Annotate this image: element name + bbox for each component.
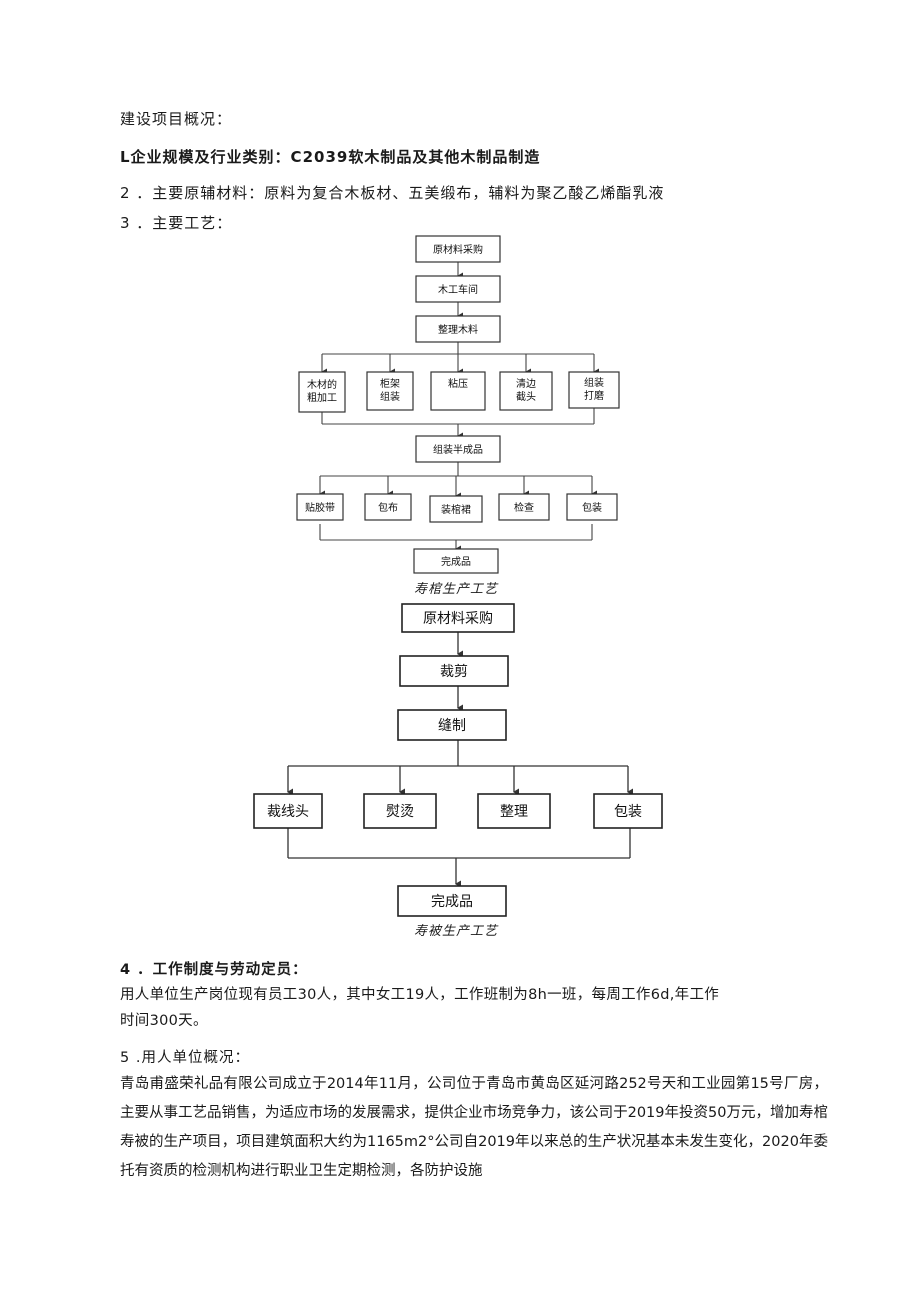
flow1-branch-label: 装棺裙	[441, 503, 471, 516]
label-line: 柜架	[380, 377, 400, 390]
flow1-branch-inspect: 检查	[498, 493, 550, 521]
flow1-branch-label: 贴胶带	[305, 501, 335, 514]
work-system-title: 4 ．工作制度与劳动定员：	[120, 962, 308, 978]
flow1-branch-label: 包装	[582, 501, 602, 514]
flow1-branch-pressing: 粘压	[430, 371, 486, 411]
flow1-branch-label: 包布	[378, 501, 398, 514]
employer-overview-title: 5 .用人单位概况：	[120, 1050, 250, 1066]
flow1-branch-label: 清边截头	[516, 377, 536, 403]
flow2-step-cutting: 裁剪	[399, 655, 509, 687]
flowchart-coffin: 原材料采购 木工车间 整理木料 木材的粗加工 柜架组装 粘压 清边截头 组装	[296, 235, 620, 574]
label-line: 打磨	[584, 389, 604, 402]
label-line: 粘压	[448, 377, 468, 390]
flow1-step-label: 木工车间	[438, 283, 478, 296]
flow1-branch-skirt: 装棺裙	[429, 495, 483, 523]
work-system-line1: 用人单位生产岗位现有员工30人，其中女工19人，工作班制为8h一班，每周工作6d…	[120, 987, 720, 1003]
flow2-branch-package: 包装	[593, 793, 663, 829]
label-line: 木材的	[307, 378, 337, 391]
flow1-step-label: 整理木料	[438, 323, 478, 336]
flow1-branch-label: 组装打磨	[584, 376, 604, 402]
flow2-step-label: 缝制	[438, 718, 466, 734]
label-line: 组装	[380, 390, 400, 403]
flow1-branch-rough-processing: 木材的粗加工	[298, 371, 346, 413]
flow1-final-product: 完成品	[413, 548, 499, 574]
flow2-branch-ironing: 熨烫	[363, 793, 437, 829]
flow1-step-purchase: 原材料采购	[415, 235, 501, 263]
flow1-branch-tape: 贴胶带	[296, 493, 344, 521]
flow2-branch-label: 包装	[614, 804, 642, 820]
main-process-title: 3 ．主要工艺：	[120, 214, 233, 232]
flow2-final-product: 完成品	[397, 885, 507, 917]
flow1-branch-assemble-polish: 组装打磨	[568, 371, 620, 409]
flow1-branch-label: 木材的粗加工	[307, 378, 337, 404]
flow2-caption: 寿被生产工艺	[414, 924, 499, 939]
flow2-step-label: 原材料采购	[423, 611, 493, 627]
label-line: 粗加工	[307, 392, 337, 404]
flow2-branch-trim-threads: 裁线头	[253, 793, 323, 829]
flow2-branch-label: 熨烫	[386, 804, 414, 820]
flow2-branch-label: 裁线头	[267, 804, 309, 820]
label-line: 组装	[584, 376, 604, 389]
flow2-step-sewing: 缝制	[397, 709, 507, 741]
flow2-branch-label: 整理	[500, 804, 528, 820]
industry-category: L企业规模及行业类别：C2039软木制品及其他木制品制造	[120, 148, 541, 166]
flow1-step-workshop: 木工车间	[415, 275, 501, 303]
flow2-step-label: 裁剪	[440, 664, 468, 680]
flow1-branch-label: 检查	[514, 501, 534, 514]
flow1-step-label: 完成品	[441, 555, 471, 568]
flow1-caption: 寿棺生产工艺	[414, 582, 499, 597]
flow1-semi-finished: 组装半成品	[415, 435, 501, 463]
label-line: 截头	[516, 390, 536, 403]
flow1-branch-label: 粘压	[448, 377, 468, 390]
flow1-branch-frame-assembly: 柜架组装	[366, 371, 414, 411]
flow1-branch-edge-trim: 清边截头	[499, 371, 553, 411]
flow1-step-label: 组装半成品	[433, 443, 483, 456]
label-line: 清边	[516, 377, 536, 390]
flowchart-shroud: 原材料采购 裁剪 缝制 裁线头 熨烫 整理 包装 完成品	[253, 603, 663, 917]
section-heading: 建设项目概况：	[120, 110, 233, 128]
work-system-line2: 时间300天。	[120, 1013, 208, 1029]
employer-overview-body: 青岛甫盛荣礼品有限公司成立于2014年11月，公司位于青岛市黄岛区延河路252号…	[120, 1076, 828, 1179]
flow1-branch-label: 柜架组装	[380, 377, 400, 403]
flow1-step-arrange-wood: 整理木料	[415, 315, 501, 343]
flow1-step-label: 原材料采购	[433, 243, 483, 256]
flow1-branch-package: 包装	[566, 493, 618, 521]
flow1-branch-cloth: 包布	[364, 493, 412, 521]
raw-materials: 2 ．主要原辅材料：原料为复合木板材、五美缎布，辅料为聚乙酸乙烯酯乳液	[120, 184, 665, 202]
flow2-branch-arrange: 整理	[477, 793, 551, 829]
flow2-step-label: 完成品	[431, 894, 473, 910]
flow2-step-purchase: 原材料采购	[401, 603, 515, 633]
